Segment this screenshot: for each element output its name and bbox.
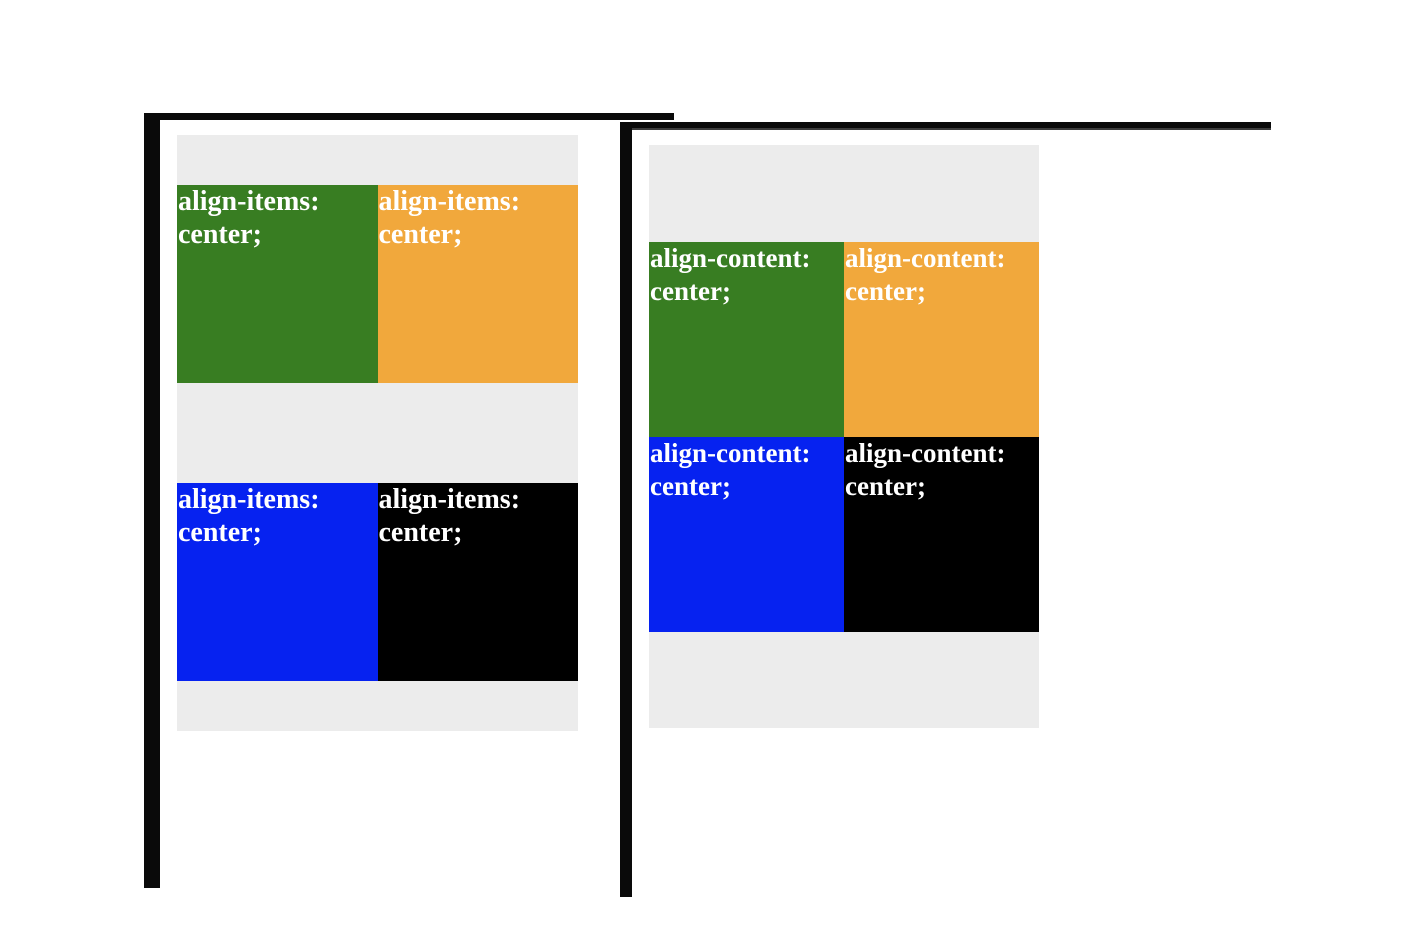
left-demo-left-border xyxy=(144,113,160,888)
right-demo-left-border xyxy=(620,122,632,897)
flex-item-label-line: center; xyxy=(178,219,262,250)
left-demo-top-border xyxy=(144,113,674,120)
flex-item-label-line: center; xyxy=(378,517,463,548)
flex-item-black: align-items: center; xyxy=(377,483,578,681)
flex-item-label-line: align-content: xyxy=(845,242,1006,273)
flex-item-label-line: center; xyxy=(845,275,926,306)
flex-item-label-line: align-items: xyxy=(178,484,320,515)
right-demo-top-border xyxy=(620,122,1271,130)
flex-item-label-line: center; xyxy=(650,275,731,306)
flex-item-orange: align-content: center; xyxy=(844,241,1039,437)
flex-item-label-line: center; xyxy=(845,470,926,501)
flex-item-orange: align-items: center; xyxy=(377,185,578,383)
flex-item-label-line: center; xyxy=(378,219,463,250)
align-items-flex-container: align-items: center; align-items: center… xyxy=(177,135,578,731)
flex-item-label-line: align-items: xyxy=(378,186,521,217)
align-content-flex-container: align-content: center; align-content: ce… xyxy=(649,145,1039,728)
flex-item-label-line: center; xyxy=(650,470,731,501)
flex-item-label-line: align-content: xyxy=(650,437,811,468)
flex-item-label-line: align-items: xyxy=(178,186,320,217)
flex-item-green: align-items: center; xyxy=(177,185,378,383)
flex-item-blue: align-content: center; xyxy=(649,436,844,632)
flex-item-black: align-content: center; xyxy=(844,436,1039,632)
flex-item-label-line: align-content: xyxy=(845,437,1006,468)
flex-item-label-line: align-content: xyxy=(650,242,811,273)
flex-item-green: align-content: center; xyxy=(649,241,844,437)
flex-item-label-line: center; xyxy=(178,517,262,548)
flex-item-blue: align-items: center; xyxy=(177,483,378,681)
flex-item-label-line: align-items: xyxy=(378,484,521,515)
